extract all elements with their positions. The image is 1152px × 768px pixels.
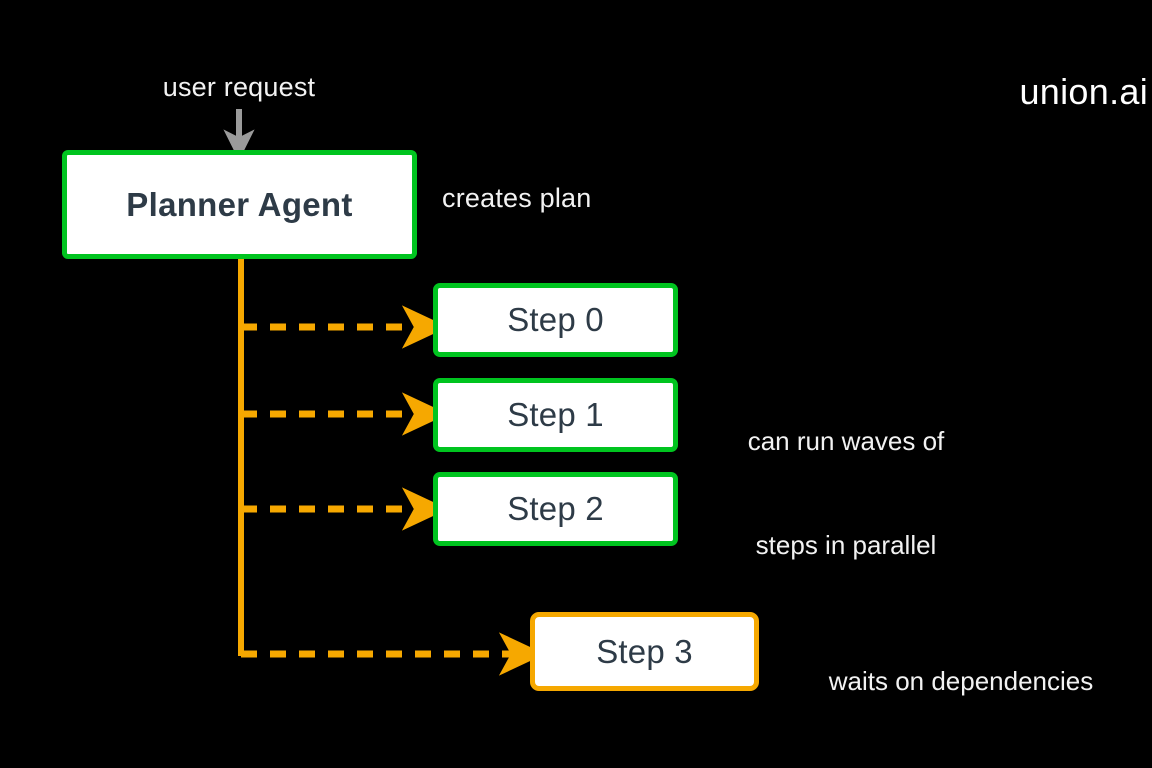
node-step-1[interactable]: Step 1 <box>433 378 678 452</box>
node-step-3-label: Step 3 <box>596 632 693 670</box>
dependency-note-line-1: waits on dependencies <box>828 666 1094 697</box>
union-ai-logo: union.ai <box>1019 71 1148 112</box>
dependency-wait-note: waits on dependencies from previous step… <box>778 595 1144 768</box>
parallel-note-line-1: can run waves of <box>747 426 945 457</box>
node-planner-agent[interactable]: Planner Agent <box>62 150 417 259</box>
node-step-0[interactable]: Step 0 <box>433 283 678 357</box>
node-step-0-label: Step 0 <box>507 301 604 338</box>
node-step-1-label: Step 1 <box>507 396 604 433</box>
user-request-label: user request <box>162 72 316 102</box>
node-step-2[interactable]: Step 2 <box>433 472 678 546</box>
node-planner-agent-label: Planner Agent <box>126 185 353 223</box>
parallel-note-line-2: steps in parallel <box>755 529 937 560</box>
node-step-3[interactable]: Step 3 <box>530 612 759 691</box>
parallel-execution-note: can run waves of steps in parallel <box>700 355 992 632</box>
creates-plan-label: creates plan <box>442 183 592 213</box>
node-step-2-label: Step 2 <box>507 490 604 527</box>
